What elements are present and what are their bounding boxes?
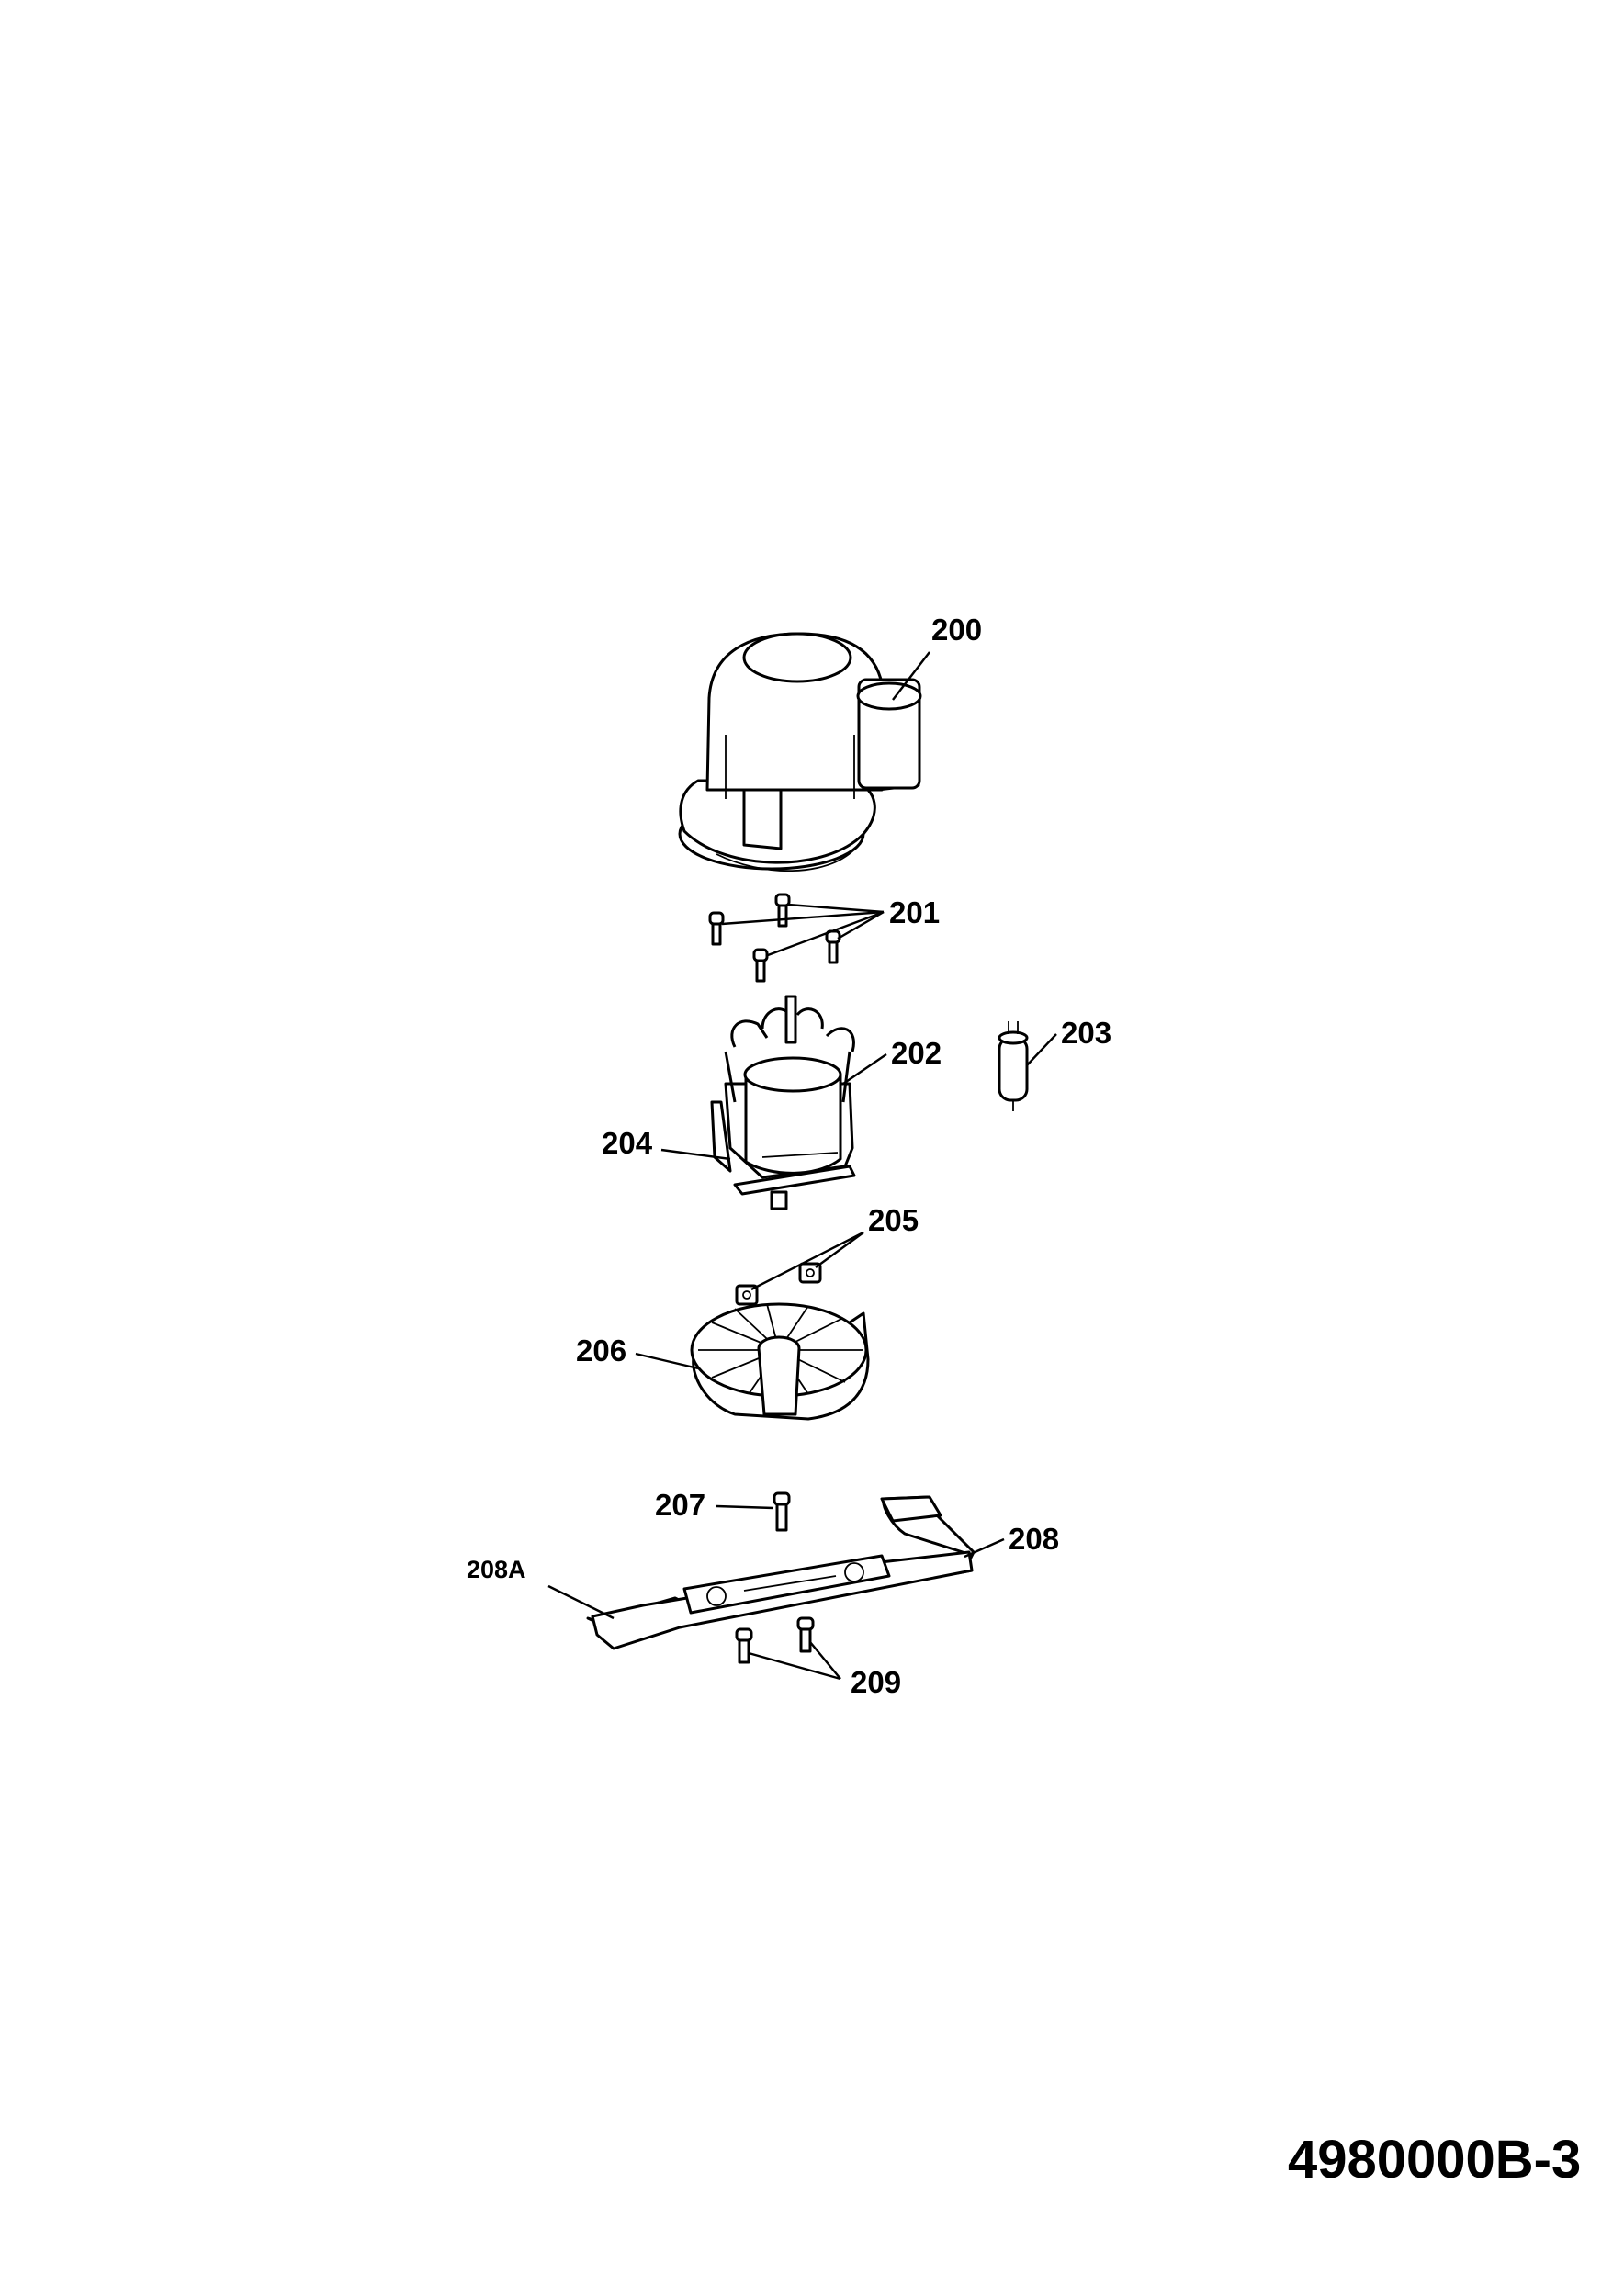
- cutting-blade-part: [586, 1495, 976, 1650]
- callout-205: 205: [868, 1203, 919, 1237]
- leader-lines: [547, 651, 1057, 1681]
- callout-201: 201: [889, 895, 940, 929]
- capacitor-part: [998, 1021, 1029, 1111]
- callout-203: 203: [1061, 1016, 1111, 1050]
- screw-207: [773, 1491, 791, 1532]
- callout-labels: 200 201 202 203 204 205 206 207 208 208A…: [467, 613, 1111, 1699]
- screw-set-209: [735, 1616, 815, 1664]
- callout-200: 200: [931, 613, 982, 647]
- fan-impeller-part: [690, 1302, 870, 1421]
- document-id: 4980000B-3: [1288, 2130, 1581, 2189]
- callout-204: 204: [602, 1126, 653, 1160]
- callout-207: 207: [655, 1488, 705, 1522]
- motor-cover-part: [678, 632, 922, 872]
- callout-206: 206: [576, 1334, 626, 1367]
- screw-set-201: [708, 893, 841, 983]
- clip-set-205: [735, 1262, 822, 1306]
- callout-202: 202: [891, 1036, 942, 1070]
- callout-209: 209: [851, 1665, 901, 1699]
- callout-208a: 208A: [467, 1556, 526, 1583]
- electric-motor-part: [710, 995, 856, 1210]
- callout-208: 208: [1009, 1522, 1059, 1556]
